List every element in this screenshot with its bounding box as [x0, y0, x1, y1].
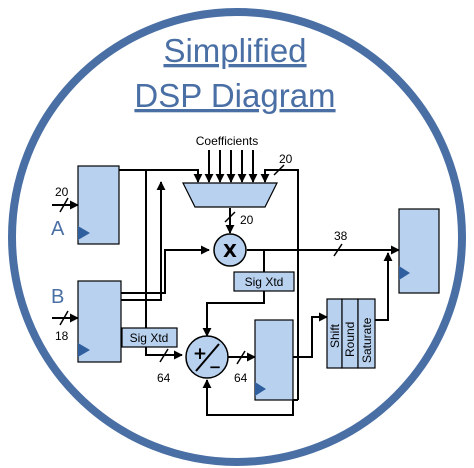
input-a-label: A: [51, 218, 65, 240]
bus-width-adder-out: 64: [234, 371, 248, 385]
output-register: [398, 208, 440, 294]
sign-extend-mult: Sig Xtd: [233, 271, 295, 292]
multiplier: X: [213, 233, 247, 267]
plus-symbol: +: [193, 344, 207, 364]
bus-width-mult-out: 38: [334, 229, 348, 243]
bus-ticks: [59, 164, 343, 365]
bus-width-b-in: 18: [55, 329, 69, 343]
sig-xtd-1-label: Sig Xtd: [130, 331, 169, 345]
wires: [52, 150, 400, 416]
sign-extend-a: Sig Xtd: [121, 327, 178, 348]
bus-width-feedback: 20: [279, 152, 293, 166]
title-line-1: Simplified: [163, 32, 306, 69]
input-b-label: B: [51, 286, 64, 308]
sig-xtd-2-label: Sig Xtd: [245, 275, 284, 289]
saturate-label: Saturate: [360, 317, 374, 363]
shift-round-saturate: Shift Round Saturate: [326, 298, 376, 369]
coefficient-mux: [182, 182, 278, 208]
title-line-2: DSP Diagram: [134, 77, 335, 114]
shift-label: Shift: [328, 323, 342, 348]
adder-subtractor: + −: [185, 335, 229, 379]
minus-symbol: −: [209, 358, 222, 376]
round-label: Round: [343, 322, 357, 357]
register-b: [77, 280, 122, 363]
multiply-symbol: X: [223, 241, 237, 262]
register-a: [77, 165, 120, 245]
bus-width-mux-out: 20: [240, 213, 254, 227]
bus-width-adder-in: 64: [157, 371, 171, 385]
bus-width-a-in: 20: [55, 185, 69, 199]
coefficients-label: Coefficients: [196, 134, 258, 148]
accumulator-register: [254, 319, 294, 401]
